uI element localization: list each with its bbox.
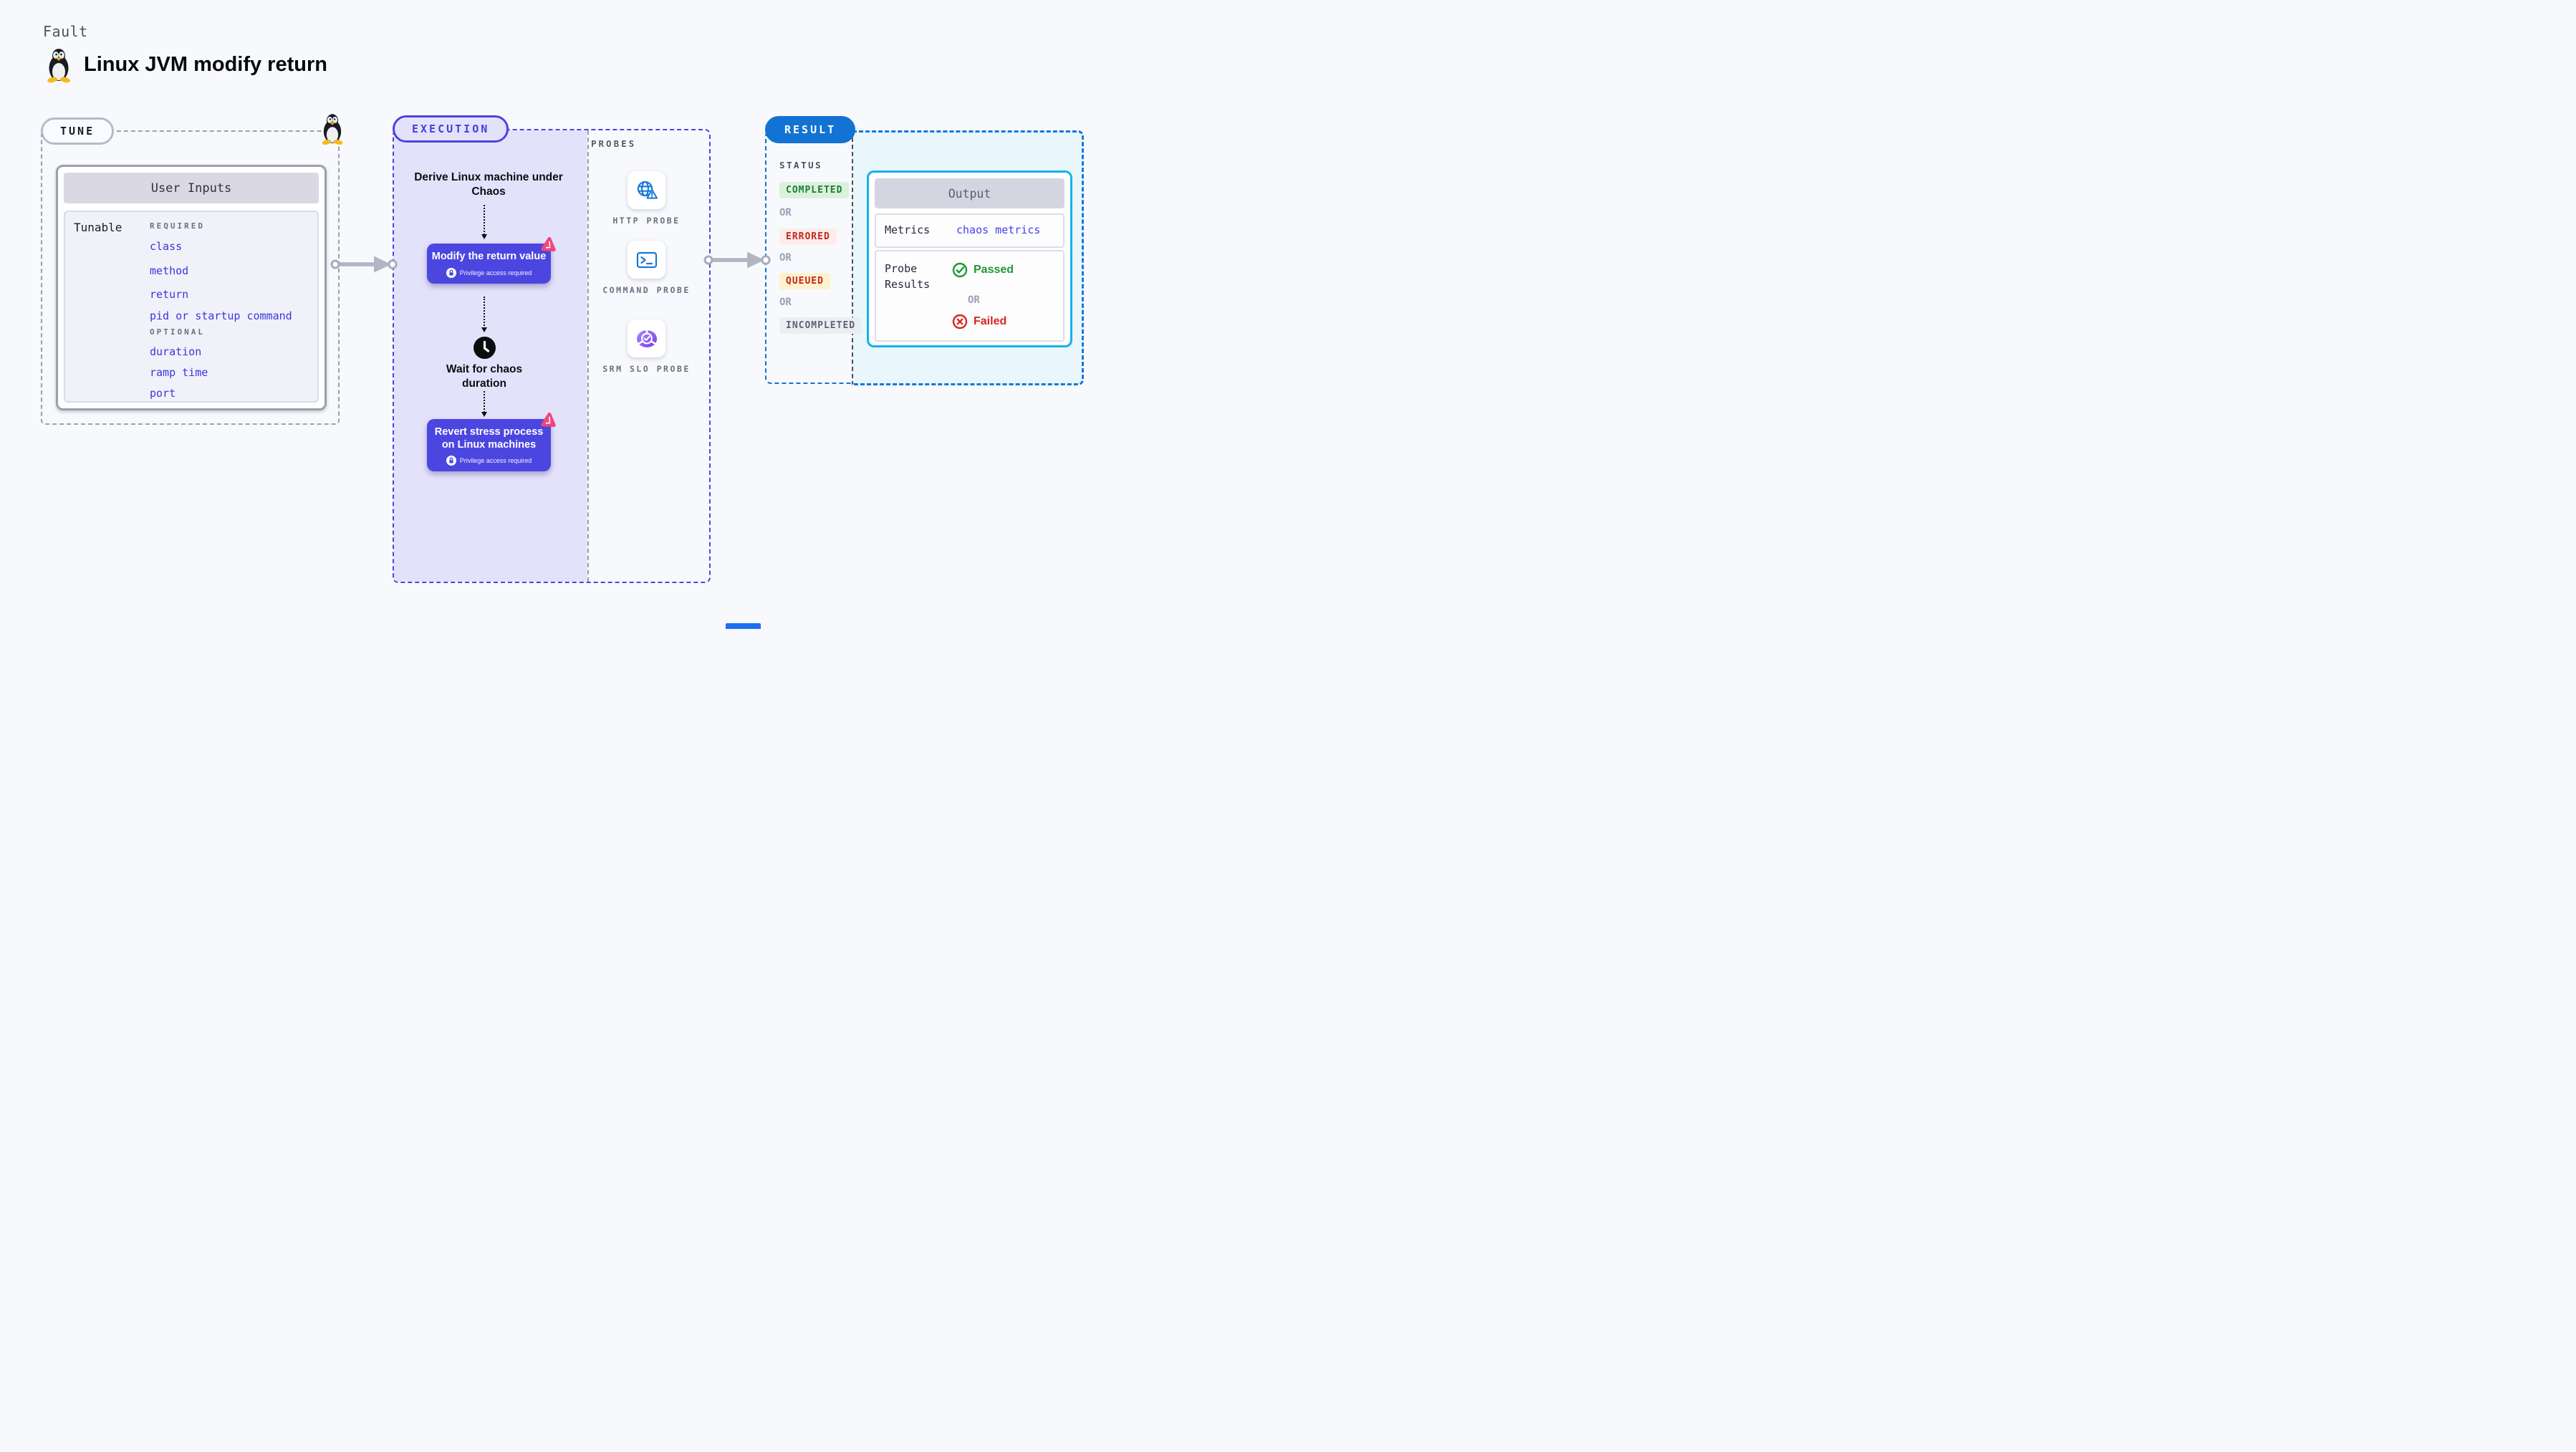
chaos-logo-icon [540, 411, 558, 429]
clock-icon [474, 337, 496, 359]
privilege-label: Privilege access required [459, 457, 532, 465]
tune-badge: TUNE [41, 117, 115, 145]
tune-to-execution-arrow [330, 255, 398, 274]
privilege-row: Privilege access required [431, 267, 547, 278]
srm-slo-probe-card [628, 319, 665, 357]
slo-donut-icon [636, 329, 657, 347]
page-title: Linux JVM modify return [84, 53, 327, 76]
http-probe-label: HTTP PROBE [612, 216, 681, 226]
execution-badge: EXECUTION [393, 115, 509, 143]
failed-label: Failed [974, 315, 1007, 327]
revert-stress-card: Revert stress process on Linux machines … [427, 411, 558, 472]
or-label: OR [779, 207, 792, 218]
tunable-label: Tunable [74, 221, 122, 234]
execution-to-result-arrow [703, 251, 771, 269]
modify-card-title: Modify the return value [431, 251, 547, 262]
privilege-row: Privilege access required [431, 456, 547, 466]
metrics-label: Metrics [885, 223, 931, 236]
or-label: OR [779, 297, 792, 308]
metrics-value: chaos metrics [956, 223, 1041, 236]
flow-connector [481, 391, 487, 417]
optional-label: OPTIONAL [150, 327, 205, 337]
flow-connector [481, 297, 487, 332]
input-class: class [150, 240, 183, 253]
tune-section-box [41, 130, 340, 425]
input-ramp-time: ramp time [150, 366, 208, 379]
status-label: STATUS [779, 160, 823, 170]
check-circle-icon [952, 262, 968, 278]
terminal-icon [636, 251, 657, 268]
derive-machine-step: Derive Linux machine under Chaos [414, 171, 563, 198]
flow-connector [481, 205, 487, 239]
command-probe-card [628, 241, 665, 279]
output-title: Output [875, 178, 1064, 208]
user-inputs-title: User Inputs [64, 173, 319, 203]
metrics-row: Metrics chaos metrics [875, 213, 1064, 248]
fault-diagram: Fault Linux JVM modify return TUNE User … [0, 0, 1116, 629]
user-inputs-card: User Inputs Tunable REQUIRED class metho… [56, 165, 327, 410]
input-pid-or-startup-command: pid or startup command [150, 309, 292, 322]
command-probe-label: COMMAND PROBE [602, 285, 691, 295]
globe-alert-icon [637, 181, 658, 199]
srm-slo-probe-label: SRM SLO PROBE [602, 364, 691, 374]
wait-for-chaos-step: Wait for chaos duration [446, 363, 523, 390]
x-circle-icon [952, 314, 968, 330]
input-port: port [150, 387, 176, 400]
fault-eyebrow-label: Fault [43, 23, 88, 40]
status-queued-badge: QUEUED [779, 273, 830, 289]
output-panel: Output Metrics chaos metrics Probe Resul… [867, 170, 1072, 347]
input-duration: duration [150, 345, 202, 358]
user-inputs-body: Tunable REQUIRED class method return pid… [64, 211, 319, 403]
tux-penguin-icon [322, 114, 343, 146]
required-label: REQUIRED [150, 221, 205, 231]
tux-penguin-icon [47, 49, 71, 83]
or-label: OR [968, 294, 980, 306]
failed-row: Failed [952, 314, 1006, 330]
passed-label: Passed [974, 264, 1014, 276]
bottom-blue-bar-decoration [726, 623, 761, 629]
probe-results-label: Probe Results [885, 262, 931, 291]
input-return: return [150, 288, 189, 301]
passed-row: Passed [952, 262, 1014, 278]
probe-results-row: Probe Results Passed OR Failed [875, 250, 1064, 342]
lock-icon [446, 456, 456, 466]
privilege-label: Privilege access required [459, 269, 532, 277]
lock-icon [446, 267, 456, 278]
input-method: method [150, 264, 189, 277]
status-incompleted-badge: INCOMPLETED [779, 317, 862, 334]
chaos-logo-icon [540, 236, 558, 254]
status-errored-badge: ERRORED [779, 229, 837, 245]
status-completed-badge: COMPLETED [779, 182, 850, 198]
or-label: OR [779, 252, 792, 264]
http-probe-card [628, 171, 665, 209]
execution-probes-divider [587, 130, 589, 582]
result-badge: RESULT [765, 116, 856, 143]
revert-card-title: Revert stress process on Linux machines [434, 426, 544, 451]
modify-return-value-card: Modify the return value Privilege access… [427, 236, 558, 284]
probes-label: PROBES [591, 138, 637, 149]
